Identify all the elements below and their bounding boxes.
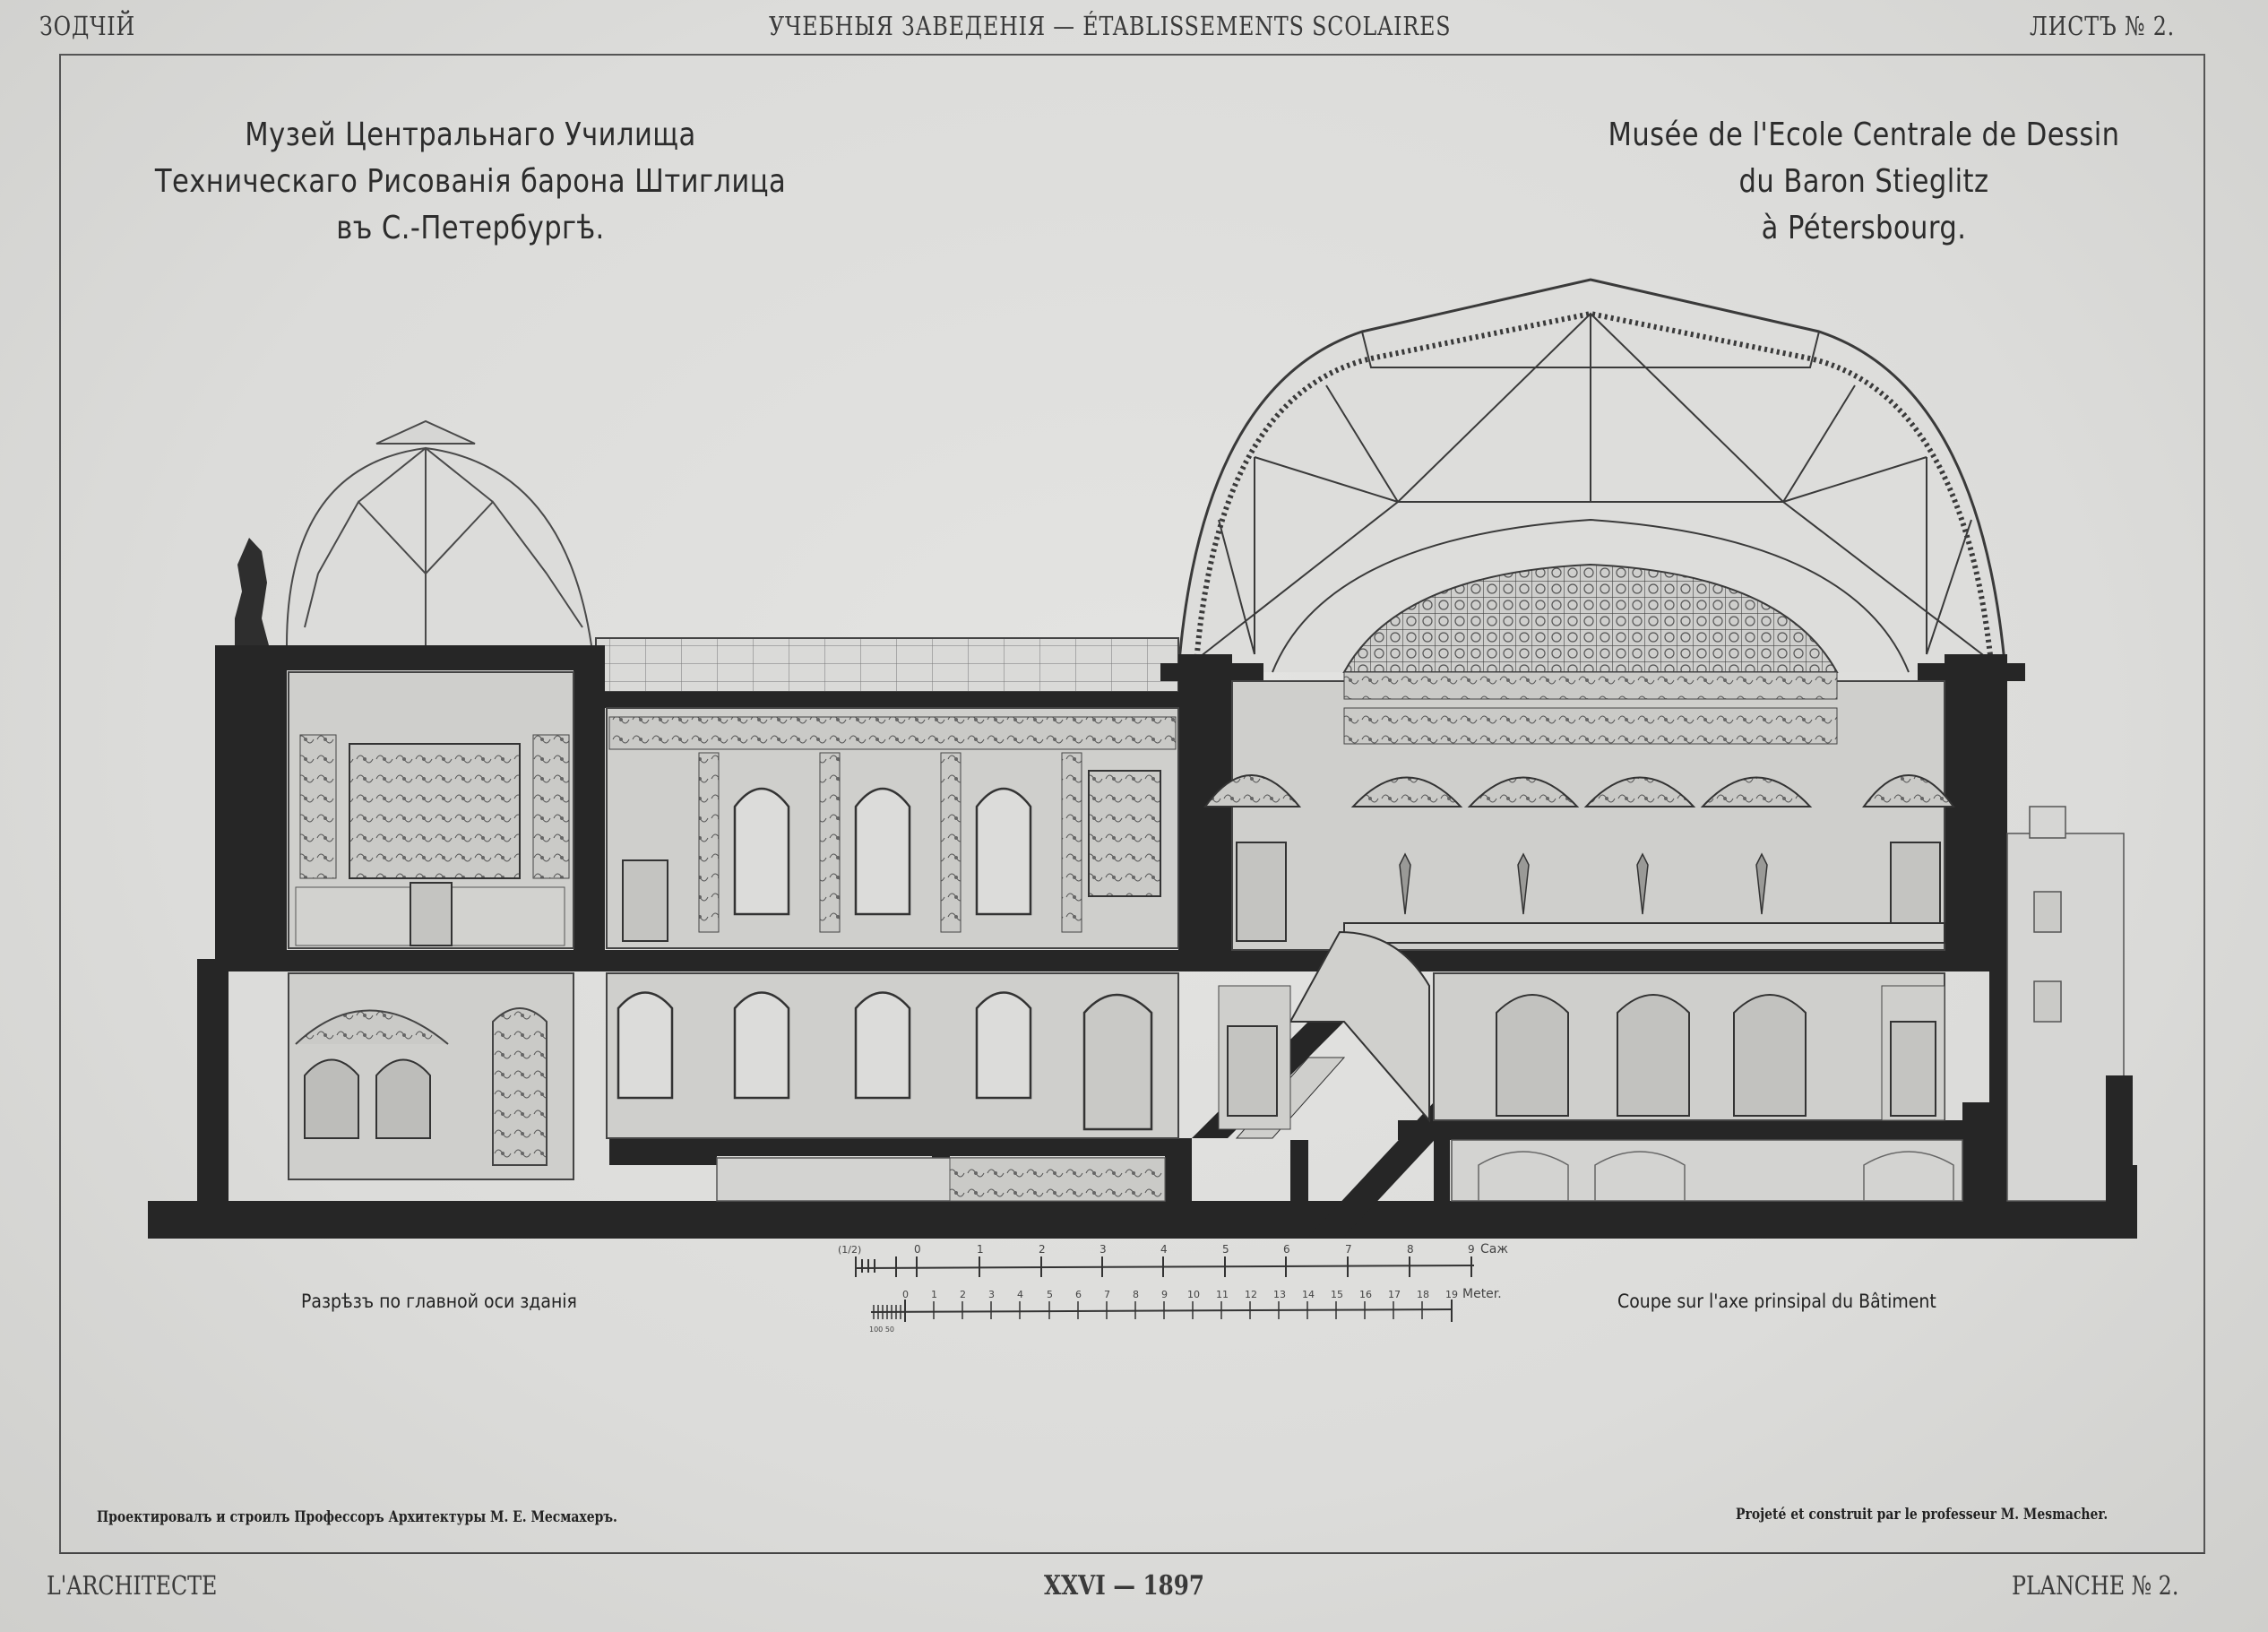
sazhen-sublabel: (1/2) xyxy=(838,1244,861,1256)
plate-frame xyxy=(59,54,2205,1554)
architect-credit-french: Projeté et construit par le professeur M… xyxy=(1736,1506,2108,1524)
title-russian: Музей Центральнаго Училища Техническаго … xyxy=(147,112,795,252)
sazhen-tick-0: 0 xyxy=(914,1243,921,1256)
adjacent-building xyxy=(2006,806,2133,1237)
battle-painting xyxy=(1088,770,1161,897)
title-fr-line-3: à Pétersbourg. xyxy=(1761,210,1967,246)
svg-text:16: 16 xyxy=(1359,1289,1372,1300)
statue-silhouette xyxy=(235,538,269,645)
meter-unit: Meter. xyxy=(1462,1287,1502,1301)
title-ru-line-3: въ С.-Петербургѣ. xyxy=(336,210,605,246)
footer-plate-number: PLANCHE № 2. xyxy=(2012,1570,2179,1601)
section-caption-russian: Разрѣзъ по главной оси зданія xyxy=(301,1291,577,1312)
header-sheet-number: ЛИСТЪ № 2. xyxy=(2030,11,2176,41)
svg-text:9: 9 xyxy=(1161,1289,1168,1300)
sazhen-tick-4: 4 xyxy=(1160,1243,1168,1256)
main-hall-glass-dome xyxy=(1177,278,2007,673)
sazhen-unit: Саж xyxy=(1480,1242,1508,1256)
sazhen-tick-6: 6 xyxy=(1283,1243,1290,1256)
sazhen-tick-2: 2 xyxy=(1039,1243,1046,1256)
svg-text:15: 15 xyxy=(1331,1289,1343,1300)
svg-text:17: 17 xyxy=(1388,1289,1401,1300)
svg-text:13: 13 xyxy=(1273,1289,1286,1300)
sazhen-tick-3: 3 xyxy=(1100,1243,1107,1256)
svg-text:1: 1 xyxy=(931,1289,937,1300)
title-french: Musée de l'Ecole Centrale de Dessin du B… xyxy=(1559,112,2169,252)
svg-text:0: 0 xyxy=(902,1289,909,1300)
section-caption-french: Coupe sur l'axe prinsipal du Bâtiment xyxy=(1617,1291,1936,1312)
footer-volume-year: XXVI — 1897 xyxy=(1044,1570,1204,1602)
scale-bar-sazhen-labels: 0 1 2 3 4 5 6 7 8 9 Саж (1/2) xyxy=(838,1242,1508,1256)
grand-staircase xyxy=(1289,930,1430,1123)
title-ru-line-2: Техническаго Рисованія барона Штиглица xyxy=(154,163,787,200)
main-hall-arcade xyxy=(1203,774,1955,807)
header-journal-name: ЗОДЧІЙ xyxy=(39,11,136,41)
left-room-door xyxy=(410,882,453,946)
scale-bar-sazhen xyxy=(855,1256,1475,1277)
footer-journal-name: L'ARCHITECTE xyxy=(47,1570,218,1601)
gallery-skylight xyxy=(595,637,1179,693)
title-fr-line-1: Musée de l'Ecole Centrale de Dessin xyxy=(1608,117,2120,153)
sazhen-tick-5: 5 xyxy=(1222,1243,1229,1256)
svg-text:8: 8 xyxy=(1133,1289,1139,1300)
left-glass-dome xyxy=(286,419,592,646)
gallery-balustrade xyxy=(1343,922,1945,944)
sazhen-tick-1: 1 xyxy=(977,1243,984,1256)
svg-text:18: 18 xyxy=(1417,1289,1429,1300)
gallery-lower-windows xyxy=(617,991,1153,1131)
svg-text:2: 2 xyxy=(960,1289,966,1300)
meter-sublabel: 100 50 xyxy=(869,1325,894,1334)
scale-bar-meter xyxy=(870,1300,1453,1322)
svg-text:7: 7 xyxy=(1104,1289,1110,1300)
architect-credit-russian: Проектировалъ и строилъ Профессоръ Архит… xyxy=(97,1508,617,1526)
sazhen-tick-8: 8 xyxy=(1407,1243,1414,1256)
svg-text:10: 10 xyxy=(1187,1289,1200,1300)
sazhen-tick-9: 9 xyxy=(1468,1243,1475,1256)
lower-niches-with-busts xyxy=(1496,994,1807,1117)
svg-text:4: 4 xyxy=(1017,1289,1023,1300)
tapestry-panel xyxy=(349,743,521,879)
svg-text:5: 5 xyxy=(1047,1289,1053,1300)
svg-text:6: 6 xyxy=(1075,1289,1082,1300)
header-section-title: УЧЕБНЫЯ ЗАВЕДЕНІЯ — ÉTABLISSEMENTS SCOLA… xyxy=(769,11,1452,41)
svg-text:3: 3 xyxy=(988,1289,995,1300)
gallery-upper-windows xyxy=(733,787,1032,916)
main-hall-statues xyxy=(1399,852,1768,915)
svg-text:12: 12 xyxy=(1245,1289,1257,1300)
sazhen-tick-7: 7 xyxy=(1345,1243,1352,1256)
title-fr-line-2: du Baron Stieglitz xyxy=(1738,163,1989,200)
svg-text:11: 11 xyxy=(1216,1289,1229,1300)
svg-text:14: 14 xyxy=(1302,1289,1315,1300)
svg-text:19: 19 xyxy=(1445,1289,1458,1300)
title-ru-line-1: Музей Центральнаго Училища xyxy=(245,117,696,153)
